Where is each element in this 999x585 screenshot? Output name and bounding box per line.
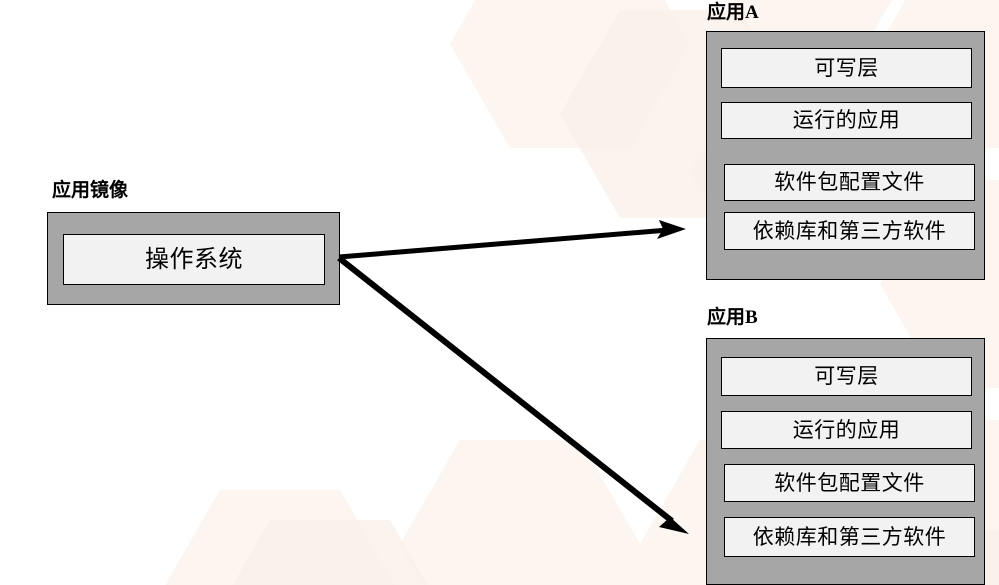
app-a-box: 可写层 运行的应用 软件包配置文件 依赖库和第三方软件	[706, 31, 985, 280]
app-b-layer-running-app: 运行的应用	[721, 411, 972, 449]
app-a-layer-running-app: 运行的应用	[721, 102, 972, 139]
app-b-layer-package-config: 软件包配置文件	[724, 464, 975, 502]
app-a-layer-dependencies: 依赖库和第三方软件	[724, 212, 975, 250]
app-b-caption: 应用B	[707, 307, 758, 328]
layer-operating-system: 操作系统	[63, 234, 325, 285]
arrow-image-to-appB	[337, 255, 689, 534]
app-b-layer-writable: 可写层	[721, 357, 972, 396]
app-a-layer-writable: 可写层	[721, 48, 972, 88]
app-b-box: 可写层 运行的应用 软件包配置文件 依赖库和第三方软件	[706, 338, 985, 585]
app-a-caption: 应用A	[707, 2, 759, 23]
app-b-layer-dependencies: 依赖库和第三方软件	[724, 517, 975, 557]
app-image-box: 操作系统	[47, 212, 340, 305]
arrow-image-to-appA	[338, 220, 686, 260]
app-image-caption: 应用镜像	[52, 180, 129, 201]
app-a-layer-package-config: 软件包配置文件	[724, 164, 975, 201]
